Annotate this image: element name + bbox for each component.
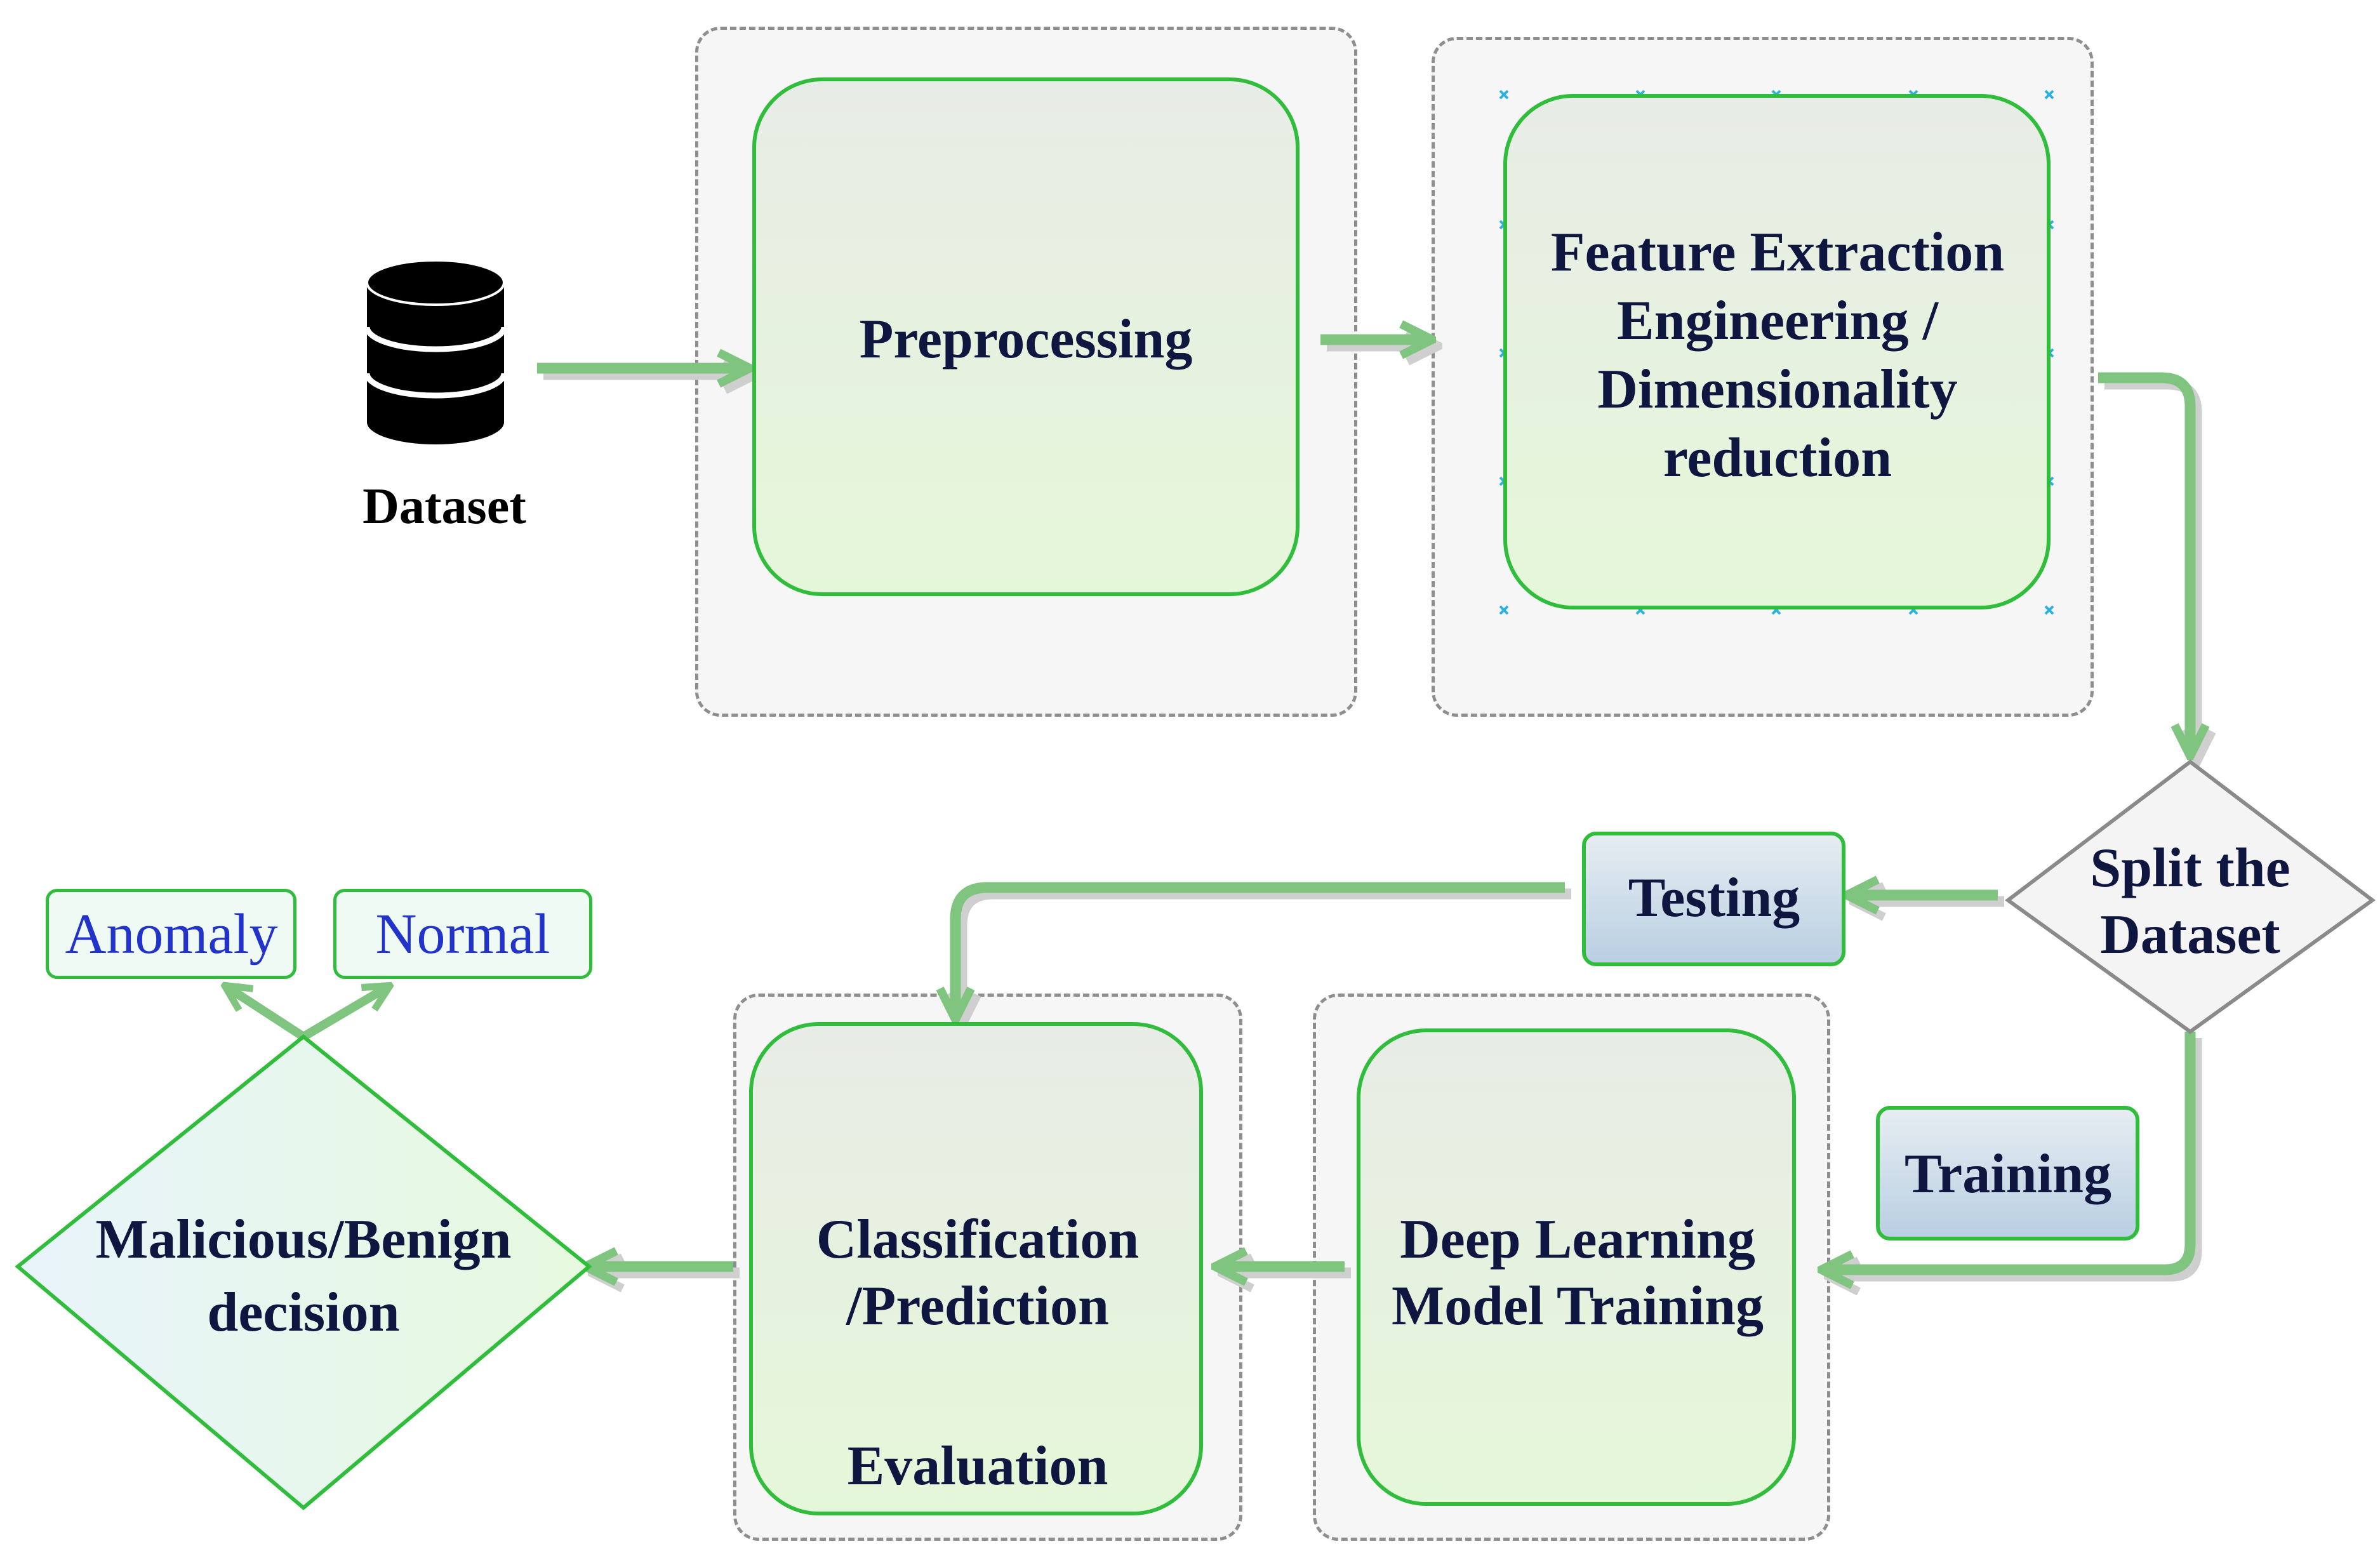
feature-extraction-label: Feature Extraction Engineering / Dimensi… — [1550, 222, 2005, 489]
evaluation-label: Evaluation — [847, 1435, 1108, 1498]
split-dataset-diamond — [2004, 759, 2376, 1034]
testing-box[interactable] — [1582, 832, 1845, 966]
testing-to-classification-arrow — [955, 882, 1565, 1016]
testing-label: Testing — [1628, 867, 1800, 929]
feature-extraction-box[interactable] — [1503, 94, 2051, 609]
feature-to-split-arrow — [2098, 372, 2190, 752]
normal-box[interactable] — [333, 889, 592, 979]
decision-to-normal-arrow — [301, 987, 387, 1041]
dataset-label: Dataset — [362, 479, 526, 535]
decision-label: Malicious/Benign decision — [95, 1209, 512, 1343]
anomaly-label: Anomaly — [65, 902, 278, 966]
split-label: Split the Dataset — [2090, 837, 2290, 966]
classification-label: Classification /Prediction — [816, 1209, 1140, 1337]
decision-to-anomaly-arrow — [227, 987, 306, 1041]
model-training-label: Deep Learning Model Training — [1392, 1209, 1764, 1337]
database-icon — [364, 259, 507, 444]
classification-box[interactable] — [749, 1022, 1203, 1515]
normal-label: Normal — [375, 902, 550, 966]
preprocessing-box[interactable] — [752, 77, 1300, 596]
training-box[interactable] — [1876, 1106, 2139, 1240]
anomaly-box[interactable] — [46, 889, 296, 979]
preprocessing-label: Preprocessing — [859, 309, 1193, 371]
decision-diamond — [15, 1034, 592, 1510]
model-training-box[interactable] — [1357, 1028, 1796, 1506]
split-to-training-arrow — [1825, 1032, 2196, 1270]
training-label: Training — [1904, 1143, 2111, 1206]
